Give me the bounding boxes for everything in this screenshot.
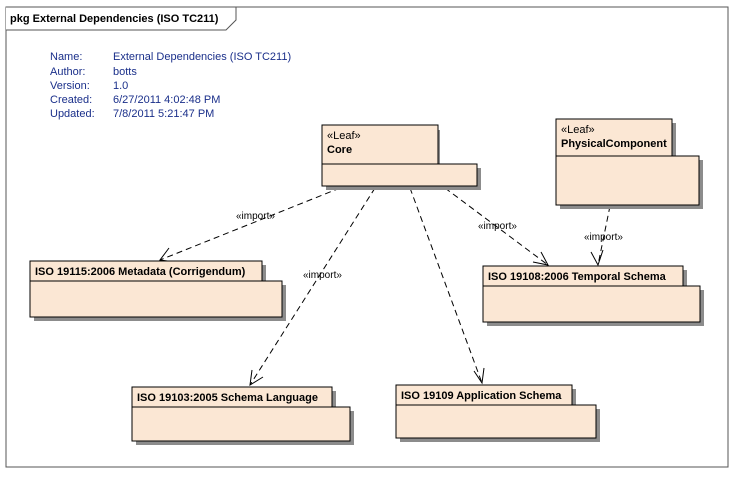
meta-label-author: Author: [50, 66, 85, 78]
arrowhead-core-schema-language [249, 369, 264, 386]
diagram-metadata: Name: Author: Version: Created: Updated:… [50, 51, 291, 120]
dependencies: «import» «import» «import» «import» [159, 187, 623, 386]
package-core-stereotype: «Leaf» [327, 130, 361, 142]
package-iso-19108-name: ISO 19108:2006 Temporal Schema [488, 271, 667, 283]
package-iso-19115[interactable]: ISO 19115:2006 Metadata (Corrigendum) [29, 260, 286, 321]
frame-title-tab [6, 6, 237, 31]
arrowhead-core-temporal [532, 251, 549, 266]
package-physical-component[interactable]: «Leaf» PhysicalComponent [555, 118, 703, 209]
meta-label-updated: Updated: [50, 108, 95, 120]
import-label-core-schema-language: «import» [303, 270, 342, 281]
package-physical-name: PhysicalComponent [561, 138, 667, 150]
dependency-core-schema-language [249, 187, 376, 386]
dependency-core-temporal [444, 187, 549, 266]
package-iso-19115-name: ISO 19115:2006 Metadata (Corrigendum) [35, 266, 246, 278]
dependency-physical-temporal [597, 205, 611, 266]
import-label-core-temporal: «import» [478, 221, 517, 232]
dependency-core-app-schema [409, 187, 483, 384]
package-iso-19108[interactable]: ISO 19108:2006 Temporal Schema [482, 265, 704, 326]
diagram-frame [5, 6, 729, 468]
package-physical-stereotype: «Leaf» [561, 124, 595, 136]
meta-value-updated: 7/8/2011 5:21:47 PM [113, 108, 214, 120]
import-label-physical-temporal: «import» [584, 232, 623, 243]
meta-value-name: External Dependencies (ISO TC211) [113, 51, 291, 63]
meta-value-author: botts [113, 66, 137, 78]
package-iso-19109[interactable]: ISO 19109 Application Schema [395, 384, 600, 442]
package-iso-19103-name: ISO 19103:2005 Schema Language [137, 392, 318, 404]
meta-label-created: Created: [50, 94, 92, 106]
package-iso-19109-name: ISO 19109 Application Schema [401, 390, 562, 402]
package-iso-19103[interactable]: ISO 19103:2005 Schema Language [131, 386, 354, 445]
meta-label-version: Version: [50, 80, 90, 92]
import-label-core-metadata: «import» [236, 211, 275, 222]
meta-value-version: 1.0 [113, 80, 128, 92]
arrowhead-physical-temporal [590, 249, 604, 267]
package-core-name: Core [327, 144, 352, 156]
meta-value-created: 6/27/2011 4:02:48 PM [113, 94, 220, 106]
dependency-core-metadata [159, 187, 341, 261]
package-core[interactable]: «Leaf» Core [321, 124, 481, 190]
arrowhead-core-app-schema [473, 367, 485, 385]
frame-title: pkg External Dependencies (ISO TC211) [10, 13, 219, 25]
meta-label-name: Name: [50, 51, 82, 63]
